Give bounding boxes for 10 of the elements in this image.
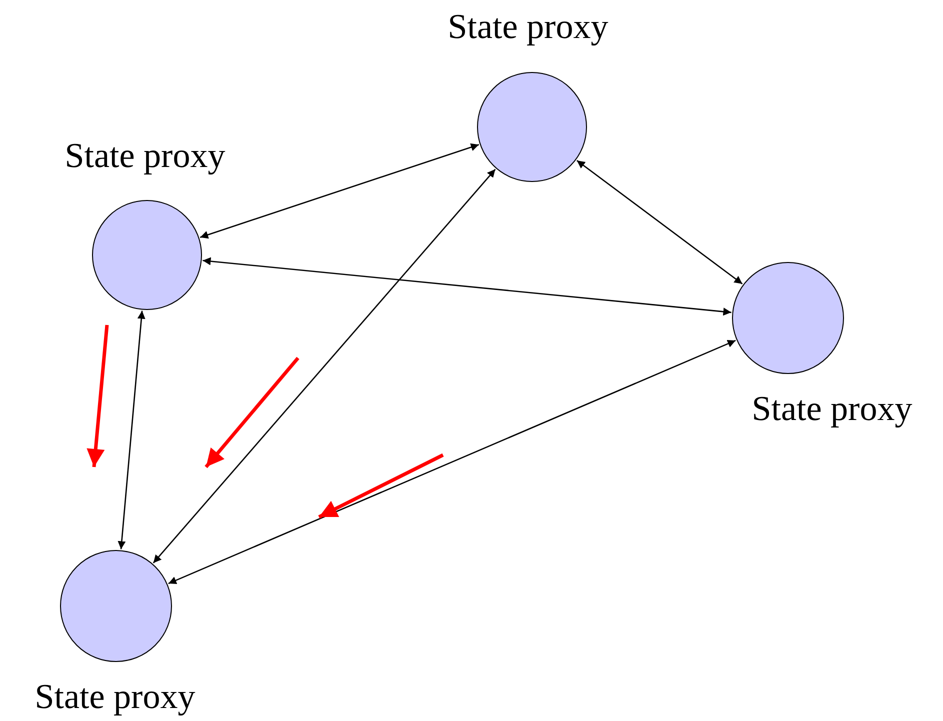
node-label: State proxy <box>34 678 196 716</box>
double-arrow <box>200 143 480 239</box>
double-arrow <box>202 257 732 316</box>
double-arrow <box>168 340 736 584</box>
double-arrow <box>576 160 743 284</box>
double-arrow <box>152 168 496 564</box>
node-label: State proxy <box>752 390 912 428</box>
node-label: State proxy <box>448 8 608 46</box>
node-label: State proxy <box>64 137 226 176</box>
double-arrow <box>118 310 146 550</box>
